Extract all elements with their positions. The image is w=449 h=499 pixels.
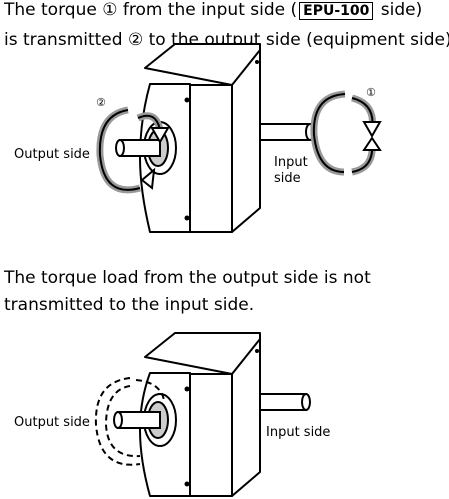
output-side-label-2: Output side [14, 415, 90, 430]
input-shaft-2 [259, 393, 311, 411]
caption-1-line-1: The torque ① from the input side (EPU-10… [4, 0, 422, 20]
caption-2-line-1: The torque load from the output side is … [4, 268, 371, 288]
diagram-1-torque-transmitted: ② ① Output side Input side [14, 43, 382, 233]
caption-2-line-2: transmitted to the input side. [4, 295, 255, 315]
output-rotation-arrow [96, 106, 170, 194]
input-marker: ① [366, 86, 376, 99]
output-marker: ② [96, 96, 106, 109]
caption-1-text-a: The torque [4, 0, 103, 20]
gearbox-2 [139, 332, 261, 497]
model-badge: EPU-100 [299, 2, 374, 20]
input-shaft-1 [259, 123, 315, 141]
caption-1-text-d: is transmitted [4, 30, 128, 50]
caption-1-text-c: side) [375, 0, 423, 20]
circled-number-2: ② [127, 30, 144, 50]
output-hub-2 [113, 393, 177, 447]
input-side-label-1b: side [274, 171, 301, 186]
caption-1-text-b: from the input side ( [117, 0, 298, 20]
circled-number-1: ① [102, 0, 118, 20]
input-side-label-1a: Input [274, 155, 308, 170]
dashed-rotation-ring [94, 377, 165, 466]
input-rotation-arrow [310, 90, 382, 176]
output-side-label-1: Output side [14, 147, 90, 162]
input-side-label-2: Input side [266, 425, 330, 440]
